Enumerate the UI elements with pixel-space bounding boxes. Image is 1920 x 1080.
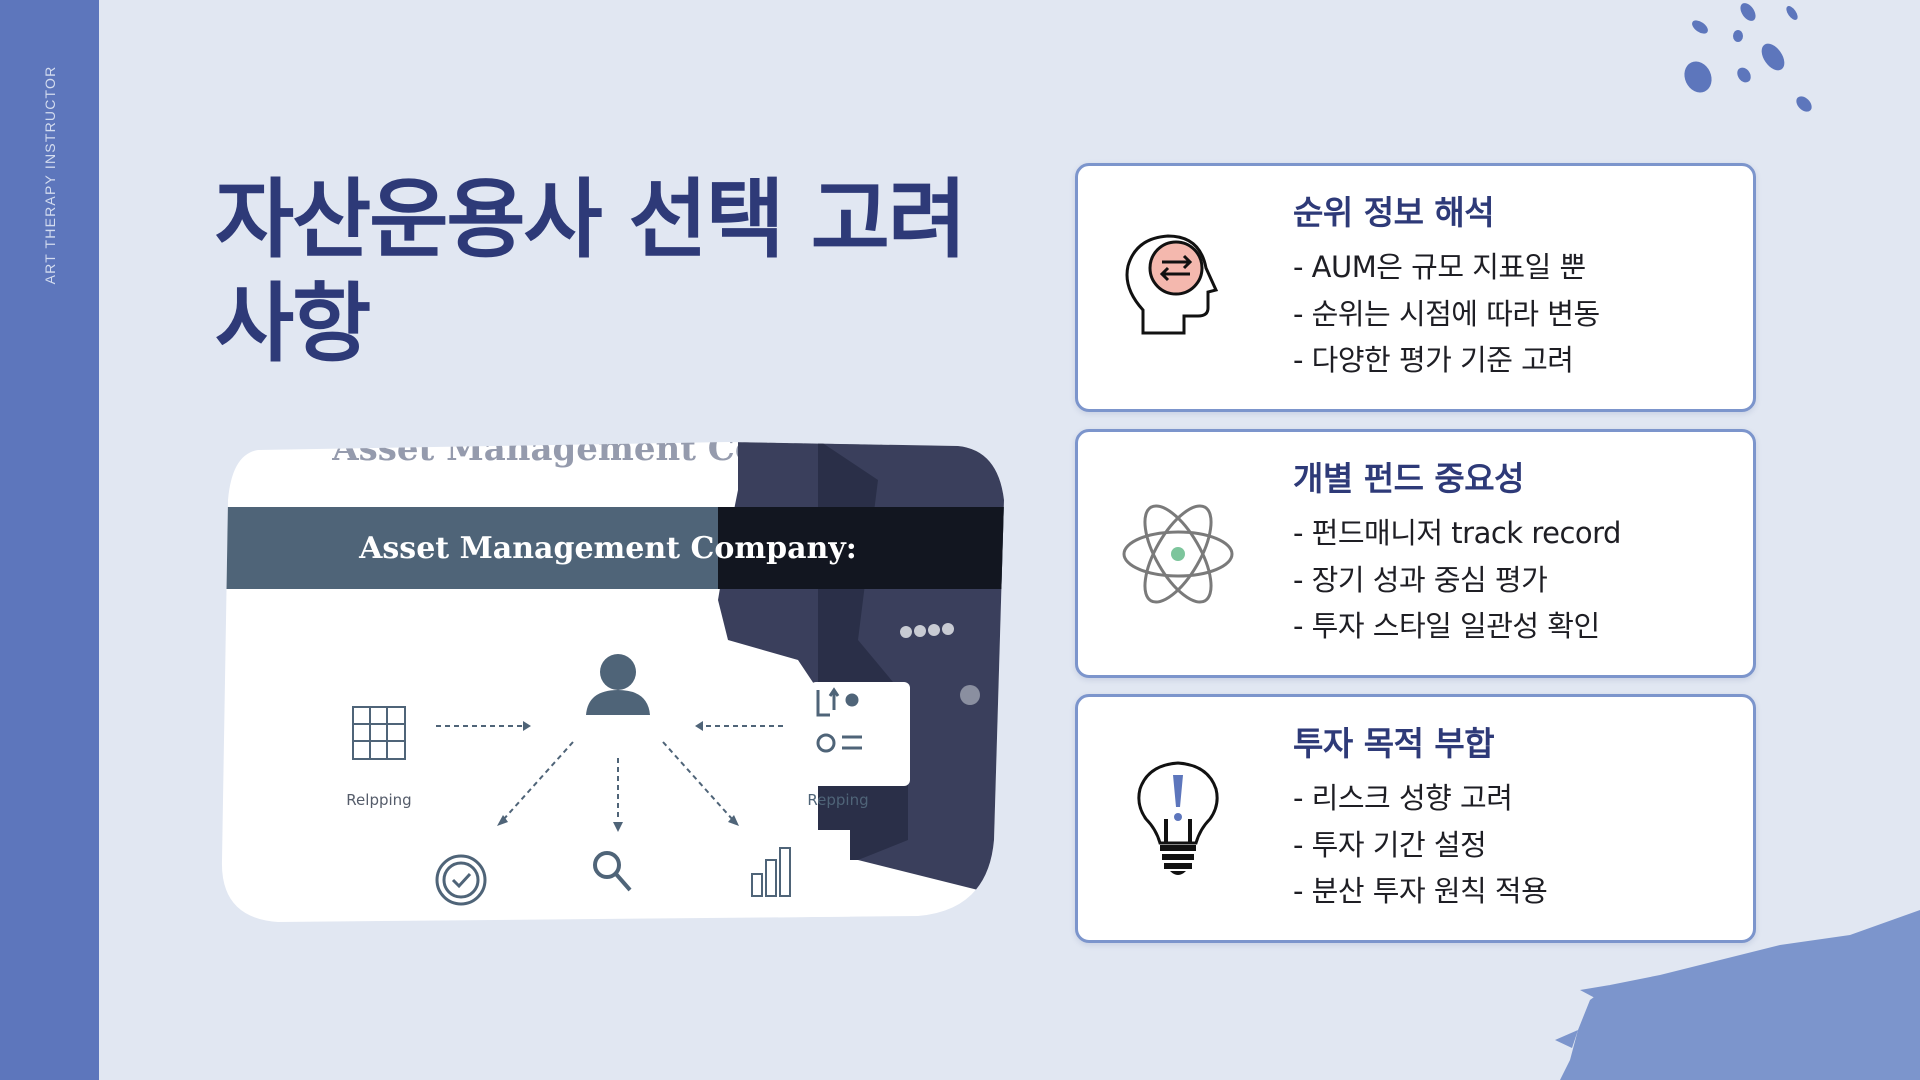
list-item: - 순위는 시점에 따라 변동 — [1293, 296, 1600, 331]
decorative-brush-stroke — [1555, 910, 1920, 1080]
list-item: - 다양한 평가 기준 고려 — [1293, 343, 1574, 377]
list-item: - 투자 기간 설정 — [1293, 827, 1487, 862]
list-item: - AUM은 규모 지표일 뿐 — [1293, 250, 1586, 284]
card-title: 순위 정보 해석 — [1293, 193, 1495, 232]
card-list: - 리스크 성향 고려 - 투자 기간 설정 - 분산 투자 원칙 적용 — [1293, 775, 1548, 915]
sidebar: ART THERAPY INSTRUCTOR — [0, 0, 99, 1080]
image-label-left: Relpping — [346, 791, 411, 809]
card-title: 투자 목적 부합 — [1293, 724, 1495, 763]
lightbulb-icon — [1137, 760, 1219, 875]
page-title: 자산운용사 선택 고려사항 — [215, 170, 967, 374]
list-item: - 펀드매니저 track record — [1293, 516, 1621, 550]
image-label-right: Repping — [807, 791, 868, 809]
card-list: - AUM은 규모 지표일 뿐 - 순위는 시점에 따라 변동 - 다양한 평가… — [1293, 244, 1600, 384]
card-fund-importance: 개별 펀드 중요성 - 펀드매니저 track record - 장기 성과 중… — [1075, 429, 1756, 678]
card-list: - 펀드매니저 track record - 장기 성과 중심 평가 - 투자 … — [1293, 510, 1621, 650]
card-ranking-info: 순위 정보 해석 - AUM은 규모 지표일 뿐 - 순위는 시점에 따라 변동… — [1075, 163, 1756, 412]
card-title: 개별 펀드 중요성 — [1293, 459, 1525, 498]
list-item: - 분산 투자 원칙 적용 — [1293, 874, 1548, 908]
decorative-dots — [1684, 3, 1812, 112]
list-item: - 리스크 성향 고려 — [1293, 781, 1513, 815]
list-item: - 장기 성과 중심 평가 — [1293, 562, 1548, 597]
card-investment-purpose: 투자 목적 부합 - 리스크 성향 고려 - 투자 기간 설정 - 분산 투자 … — [1075, 694, 1756, 943]
atom-icon — [1122, 503, 1234, 604]
list-item: - 투자 스타일 일관성 확인 — [1293, 609, 1600, 643]
image-banner-text: Asset Management Company: — [358, 531, 857, 566]
sidebar-label: ART THERAPY INSTRUCTOR — [42, 65, 58, 285]
head-exchange-icon — [1125, 233, 1219, 334]
asset-management-illustration: Asset Management Company Asset Managemen… — [218, 440, 1004, 922]
